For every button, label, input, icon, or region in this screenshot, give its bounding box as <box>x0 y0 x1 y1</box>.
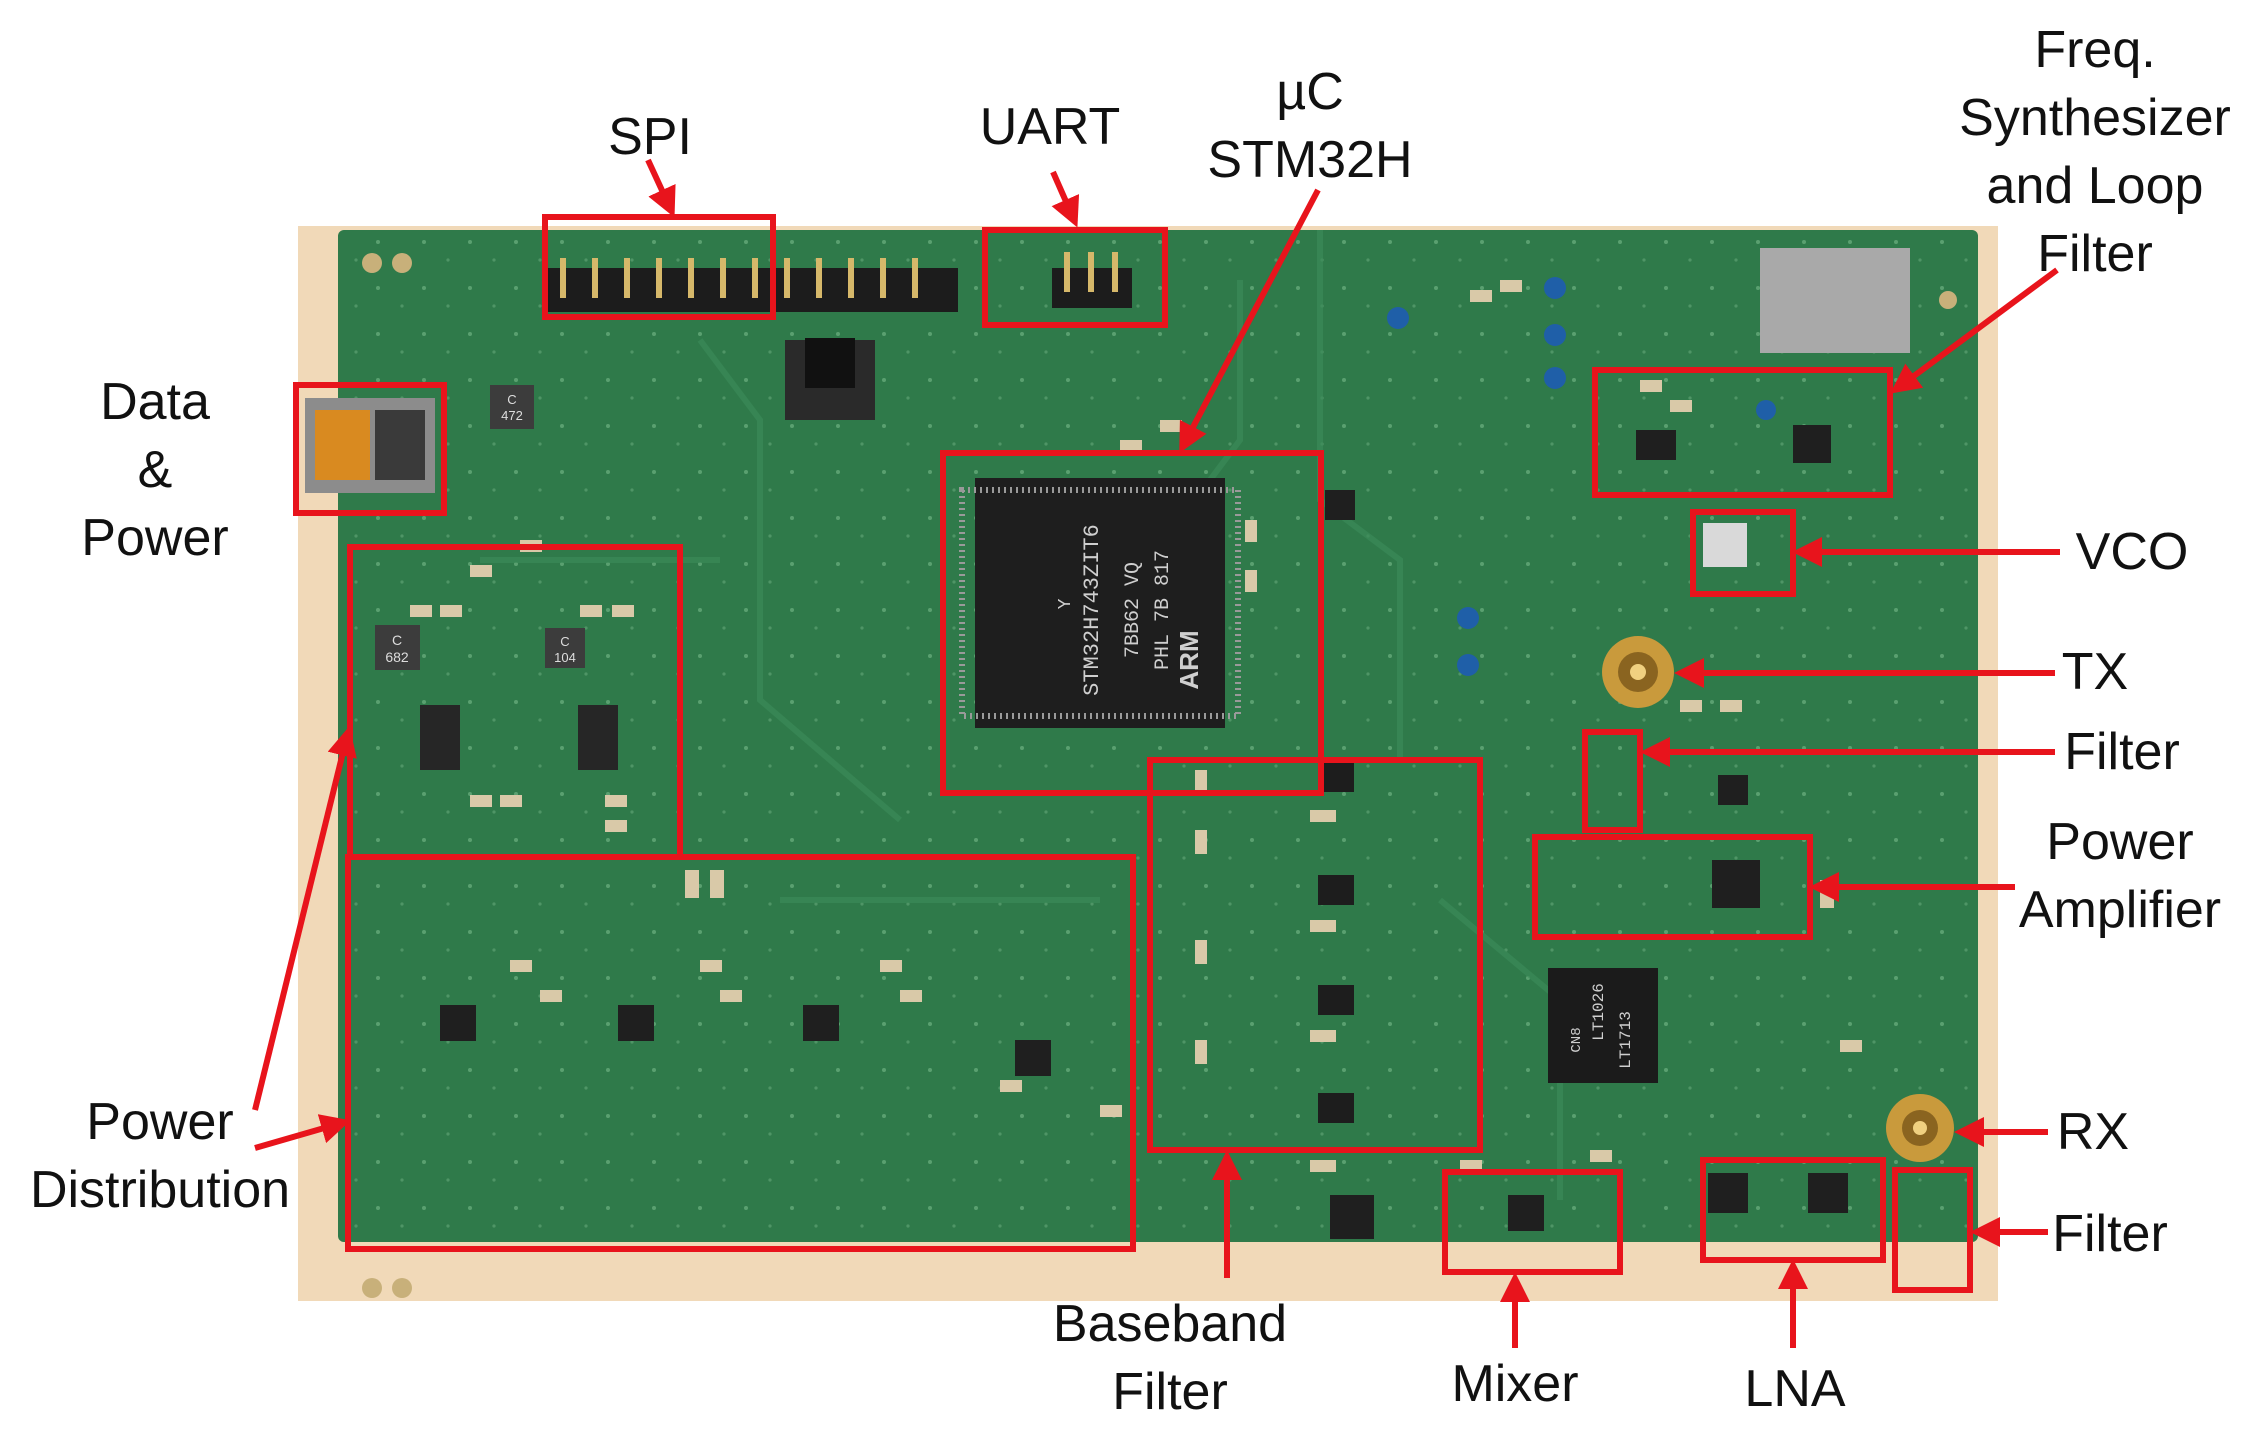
label-mixer: Mixer <box>1435 1350 1595 1418</box>
label-freq-line2: Synthesizer <box>1959 89 2231 147</box>
label-rx-filter-text: Filter <box>2052 1205 2168 1263</box>
blue-capacitors <box>1387 277 1776 676</box>
power-inductor-c104: C 104 <box>545 628 585 668</box>
inductor-c682-letter: C <box>392 632 402 648</box>
tx-filter-box <box>1582 729 1643 833</box>
label-freq-synthesizer: Freq. Synthesizer and Loop Filter <box>1930 16 2260 288</box>
annotation-boxes <box>293 214 1973 1293</box>
label-uart-text: UART <box>979 98 1121 156</box>
label-data-power-line3: Power <box>81 509 229 567</box>
label-baseband-filter: Baseband Filter <box>1040 1290 1300 1426</box>
mcu-marking-part: STM32H743ZIT6 <box>1080 524 1105 696</box>
label-uc-line1: µC <box>1276 63 1344 121</box>
label-data-power-line1: Data <box>100 373 210 431</box>
label-tx-filter: Filter <box>2052 718 2192 786</box>
inductor-c472-letter: C <box>507 392 516 407</box>
label-lna-text: LNA <box>1744 1360 1846 1418</box>
inductor-c682-value: 682 <box>385 649 409 665</box>
label-power-distribution: Power Distribution <box>15 1088 305 1224</box>
usb-connector <box>305 398 435 493</box>
label-spi: SPI <box>590 103 710 171</box>
power-distribution-arrow-upper <box>252 726 357 1111</box>
qfn-chips <box>440 425 1848 1239</box>
uart-box <box>982 227 1168 328</box>
mcu-box <box>940 450 1324 796</box>
mixer-box <box>1442 1169 1623 1275</box>
label-data-power: Data & Power <box>55 368 255 572</box>
label-power-distribution-line2: Distribution <box>29 1161 291 1219</box>
inductor-c104-value: 104 <box>554 650 576 665</box>
diode-d3 <box>420 705 460 770</box>
opamp-marking-1: LT1026 <box>1590 983 1608 1041</box>
power-distribution-arrow-lower <box>254 1114 351 1151</box>
power-distribution-box <box>345 854 1136 1252</box>
mcu-marking-arm: ARM <box>1174 630 1204 689</box>
label-microcontroller: µC STM32H <box>1175 58 1445 194</box>
uart-arrow <box>1050 170 1080 228</box>
label-vco: VCO <box>2062 518 2202 586</box>
label-freq-line3: and Loop <box>1986 157 2204 215</box>
inductor-c104-letter: C <box>560 634 569 649</box>
rx-sma-connector <box>1886 1094 1954 1162</box>
baseband-ics <box>1318 762 1354 1123</box>
label-mixer-text: Mixer <box>1451 1355 1579 1413</box>
inductor-c472-value: 472 <box>501 408 523 423</box>
label-tx: TX <box>2050 638 2140 706</box>
tx-sma-connector <box>1602 636 1674 708</box>
freq-synth-box <box>1592 367 1893 498</box>
label-rx-text: RX <box>2056 1103 2130 1161</box>
shield-can <box>1760 248 1910 353</box>
spi-arrow <box>645 158 676 218</box>
mcu-marking-date: PHL 7B 817 <box>1152 550 1175 670</box>
mcu-chip: STM32H743ZIT6 7BB62 VQ PHL 7B 817 ARM Y <box>959 478 1241 728</box>
label-baseband-filter-line2: Filter <box>1112 1363 1228 1421</box>
diode-d2 <box>578 705 618 770</box>
power-inductor-c472: C 472 <box>490 385 534 429</box>
label-uc-line2: STM32H <box>1207 131 1413 189</box>
label-spi-text: SPI <box>608 108 692 166</box>
label-rx: RX <box>2048 1098 2138 1166</box>
mcu-arrow <box>1179 188 1321 454</box>
label-power-amplifier-line2: Amplifier <box>2018 881 2222 939</box>
label-vco-text: VCO <box>2075 523 2189 581</box>
label-freq-line4: Filter <box>2037 225 2153 283</box>
opamp-marking-3: CN8 <box>1569 1027 1585 1052</box>
label-lna: LNA <box>1730 1355 1860 1423</box>
label-tx-text: TX <box>2061 643 2129 701</box>
power-inductor-c682: C 682 <box>375 625 420 670</box>
opamp-chip: LT1026 LT1713 CN8 <box>1548 968 1658 1083</box>
mcu-marking-lot: 7BB62 VQ <box>1122 562 1145 658</box>
uart-header-connector <box>1052 252 1132 308</box>
data-power-box <box>293 382 447 516</box>
label-power-amplifier: Power Amplifier <box>2005 808 2235 944</box>
label-power-distribution-line1: Power <box>86 1093 234 1151</box>
label-freq-line1: Freq. <box>2034 21 2156 79</box>
opamp-marking-2: LT1713 <box>1617 1011 1635 1069</box>
label-uart: UART <box>960 93 1140 161</box>
annotation-arrows <box>252 158 2060 1348</box>
label-data-power-line2: & <box>137 441 173 499</box>
pin-header-connector <box>548 258 958 312</box>
baseband-filter-box <box>1147 757 1483 1153</box>
label-power-amplifier-line1: Power <box>2046 813 2194 871</box>
mcu-marking-rev: Y <box>1056 598 1076 609</box>
label-baseband-filter-line1: Baseband <box>1052 1295 1288 1353</box>
label-rx-filter: Filter <box>2040 1200 2180 1268</box>
push-button-component <box>785 338 875 420</box>
freq-synth-arrow <box>1890 267 2059 394</box>
label-tx-filter-text: Filter <box>2064 723 2180 781</box>
